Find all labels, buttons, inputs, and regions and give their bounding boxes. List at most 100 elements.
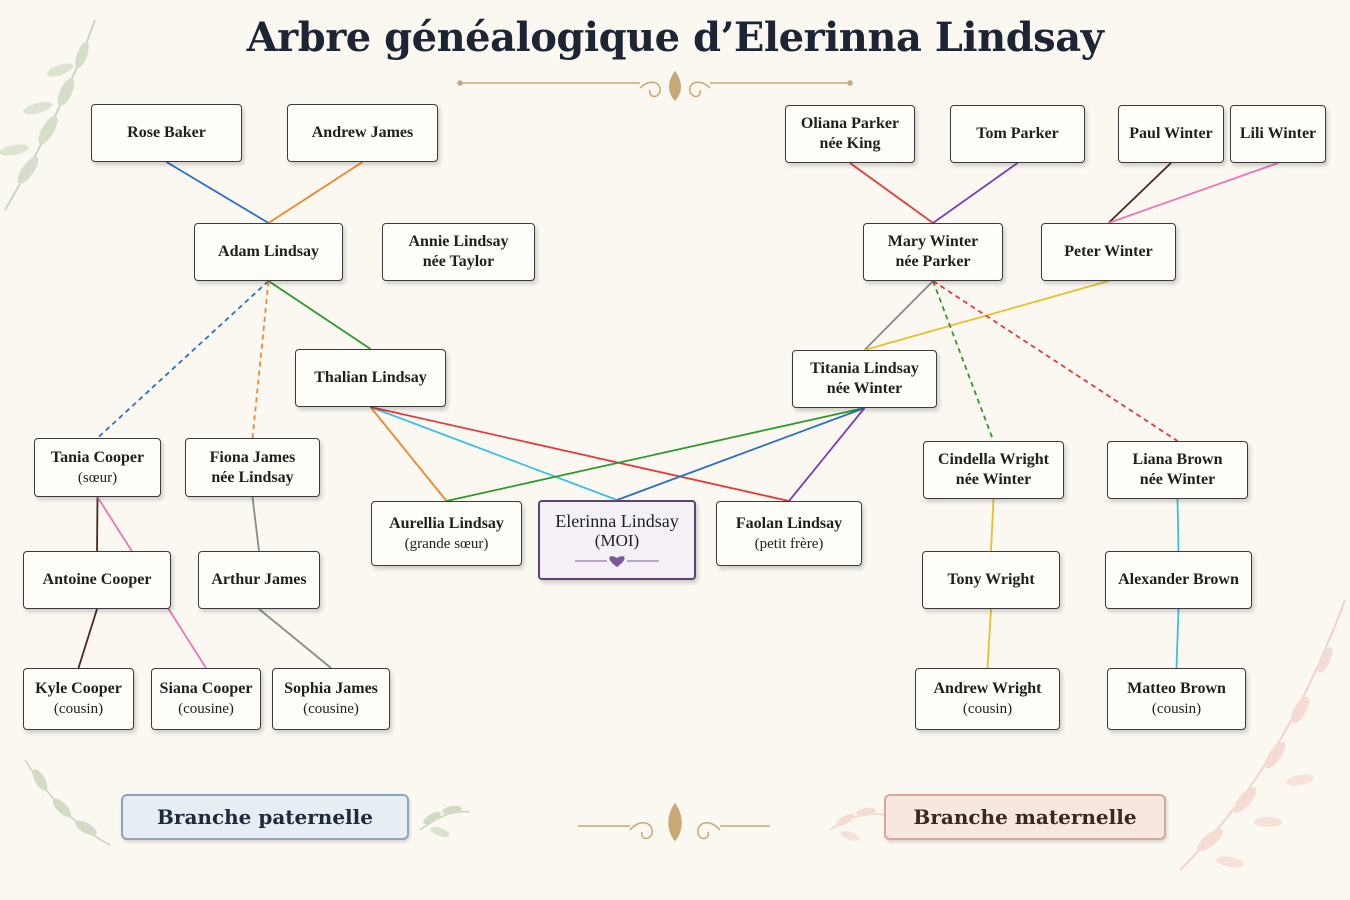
node-subtitle: (cousin) — [962, 701, 1013, 717]
node-name: Adam Lindsay — [218, 243, 319, 260]
node-sophia-james[interactable]: Sophia James (cousine) — [272, 668, 390, 730]
node-subtitle: née Winter — [1139, 471, 1216, 488]
connector-tom_parker-to-mary_winter — [932, 162, 1019, 224]
connector-paul_winter-to-peter_winter — [1107, 162, 1172, 224]
leaf-branch-bottom-right-icon — [829, 599, 1346, 871]
node-name: Matteo Brown — [1127, 680, 1226, 697]
node-thalian-lindsay[interactable]: Thalian Lindsay — [295, 349, 446, 407]
node-lili-winter[interactable]: Lili Winter — [1230, 105, 1326, 163]
node-subtitle: (sœur) — [77, 469, 118, 486]
node-name: Antoine Cooper — [42, 571, 152, 588]
node-subtitle: née King — [819, 135, 881, 152]
node-kyle-cooper[interactable]: Kyle Cooper (cousin) — [23, 668, 134, 730]
node-name: Annie Lindsay — [408, 233, 509, 250]
banner-paternal-branch: Branche paternelle — [121, 794, 409, 840]
node-cindella-wright[interactable]: Cindella Wright née Winter — [923, 441, 1064, 499]
connector-fiona_james-to-arthur_james — [251, 496, 260, 552]
node-name: Lili Winter — [1239, 125, 1317, 142]
connector-mary_winter-to-cindella_wright — [932, 280, 995, 442]
node-andrew-james[interactable]: Andrew James — [287, 104, 438, 162]
node-alexander-brown[interactable]: Alexander Brown — [1105, 551, 1252, 609]
connector-thalian_lindsay-to-faolan_lindsay — [370, 406, 790, 502]
node-name: Thalian Lindsay — [314, 369, 427, 386]
connector-titania_lindsay-to-aurellia_lindsay — [446, 407, 865, 502]
node-peter-winter[interactable]: Peter Winter — [1041, 223, 1176, 281]
connector-adam_lindsay-to-fiona_james — [251, 280, 270, 439]
node-titania-lindsay[interactable]: Titania Lindsay née Winter — [792, 350, 937, 408]
connector-thalian_lindsay-to-aurellia_lindsay — [369, 406, 448, 502]
node-name: Titania Lindsay — [810, 360, 919, 377]
node-name: Sophia James — [284, 680, 378, 697]
node-subtitle: née Winter — [826, 380, 903, 397]
connector-rose_baker-to-adam_lindsay — [166, 161, 269, 224]
connector-titania_lindsay-to-elerinna_lindsay — [616, 407, 865, 501]
title-ornament-icon — [457, 70, 853, 102]
connector-arthur_james-to-sophia_james — [258, 608, 332, 669]
banner-maternal-branch: Branche maternelle — [884, 794, 1166, 840]
connector-alexander_brown-to-matteo_brown — [1175, 608, 1180, 669]
node-name: Tony Wright — [947, 571, 1035, 588]
node-tony-wright[interactable]: Tony Wright — [922, 551, 1060, 609]
connector-adam_lindsay-to-thalian_lindsay — [268, 280, 371, 350]
node-paul-winter[interactable]: Paul Winter — [1118, 105, 1224, 163]
node-name: Aurellia Lindsay — [389, 514, 504, 532]
connector-antoine_cooper-to-kyle_cooper — [77, 608, 98, 669]
node-adam-lindsay[interactable]: Adam Lindsay — [194, 223, 343, 281]
node-aurellia-lindsay[interactable]: Aurellia Lindsay (grande sœur) — [371, 501, 522, 566]
node-rose-baker[interactable]: Rose Baker — [91, 104, 242, 162]
node-fiona-james[interactable]: Fiona James née Lindsay — [185, 438, 320, 497]
node-subtitle: (MOI) — [594, 531, 640, 550]
connector-titania_lindsay-to-faolan_lindsay — [788, 407, 866, 502]
node-subtitle: née Winter — [955, 471, 1032, 488]
node-andrew-wright[interactable]: Andrew Wright (cousin) — [915, 668, 1060, 730]
leaf-branch-bottom-left-icon — [24, 759, 471, 846]
node-liana-brown[interactable]: Liana Brown née Winter — [1107, 441, 1248, 499]
node-subtitle: (cousine) — [303, 701, 359, 717]
node-name: Siana Cooper — [159, 680, 253, 697]
node-subtitle: née Lindsay — [211, 468, 294, 486]
node-subtitle: née Taylor — [422, 253, 495, 270]
node-name: Mary Winter — [887, 233, 979, 250]
node-subtitle: (petit frère) — [754, 535, 824, 552]
connector-oliana_parker-to-mary_winter — [849, 162, 934, 224]
connector-adam_lindsay-to-tania_cooper — [96, 280, 270, 439]
node-siana-cooper[interactable]: Siana Cooper (cousine) — [151, 668, 261, 730]
node-name: Tania Cooper — [50, 448, 145, 466]
node-name: Andrew James — [311, 124, 414, 141]
node-subtitle: (grande sœur) — [404, 535, 489, 552]
node-faolan-lindsay[interactable]: Faolan Lindsay (petit frère) — [716, 501, 862, 566]
node-tania-cooper[interactable]: Tania Cooper (sœur) — [34, 438, 161, 497]
node-name: Liana Brown — [1132, 451, 1223, 468]
node-name: Arthur James — [211, 571, 307, 588]
bottom-ornament-icon — [578, 802, 770, 842]
connector-mary_winter-to-titania_lindsay — [863, 280, 934, 351]
node-mary-winter[interactable]: Mary Winter née Parker — [863, 223, 1003, 281]
node-subtitle: (cousin) — [1151, 701, 1202, 717]
node-tom-parker[interactable]: Tom Parker — [950, 105, 1085, 163]
node-name: Fiona James — [209, 448, 296, 466]
heart-icon — [575, 556, 659, 567]
connector-tony_wright-to-andrew_wright — [986, 608, 992, 669]
node-subtitle: (cousine) — [178, 701, 234, 717]
connector-lines — [77, 161, 1279, 669]
node-elerinna-lindsay[interactable]: Elerinna Lindsay (MOI) — [538, 500, 696, 580]
node-name: Faolan Lindsay — [735, 514, 843, 532]
node-name: Rose Baker — [127, 124, 206, 141]
node-name: Andrew Wright — [933, 680, 1042, 697]
node-name: Oliana Parker — [800, 115, 900, 132]
node-name: Kyle Cooper — [35, 680, 122, 697]
node-annie-lindsay[interactable]: Annie Lindsay née Taylor — [382, 223, 535, 281]
connector-tania_cooper-to-antoine_cooper — [96, 496, 99, 552]
node-subtitle: (cousin) — [53, 701, 104, 717]
node-antoine-cooper[interactable]: Antoine Cooper — [23, 551, 171, 609]
node-matteo-brown[interactable]: Matteo Brown (cousin) — [1107, 668, 1246, 730]
connector-thalian_lindsay-to-elerinna_lindsay — [370, 406, 618, 501]
page-title: Arbre généalogique d’Elerinna Lindsay — [246, 14, 1104, 61]
node-subtitle: née Parker — [895, 253, 971, 270]
node-name: Elerinna Lindsay — [555, 511, 679, 531]
node-oliana-parker[interactable]: Oliana Parker née King — [785, 105, 915, 163]
node-name: Peter Winter — [1064, 243, 1153, 260]
node-arthur-james[interactable]: Arthur James — [198, 551, 320, 609]
